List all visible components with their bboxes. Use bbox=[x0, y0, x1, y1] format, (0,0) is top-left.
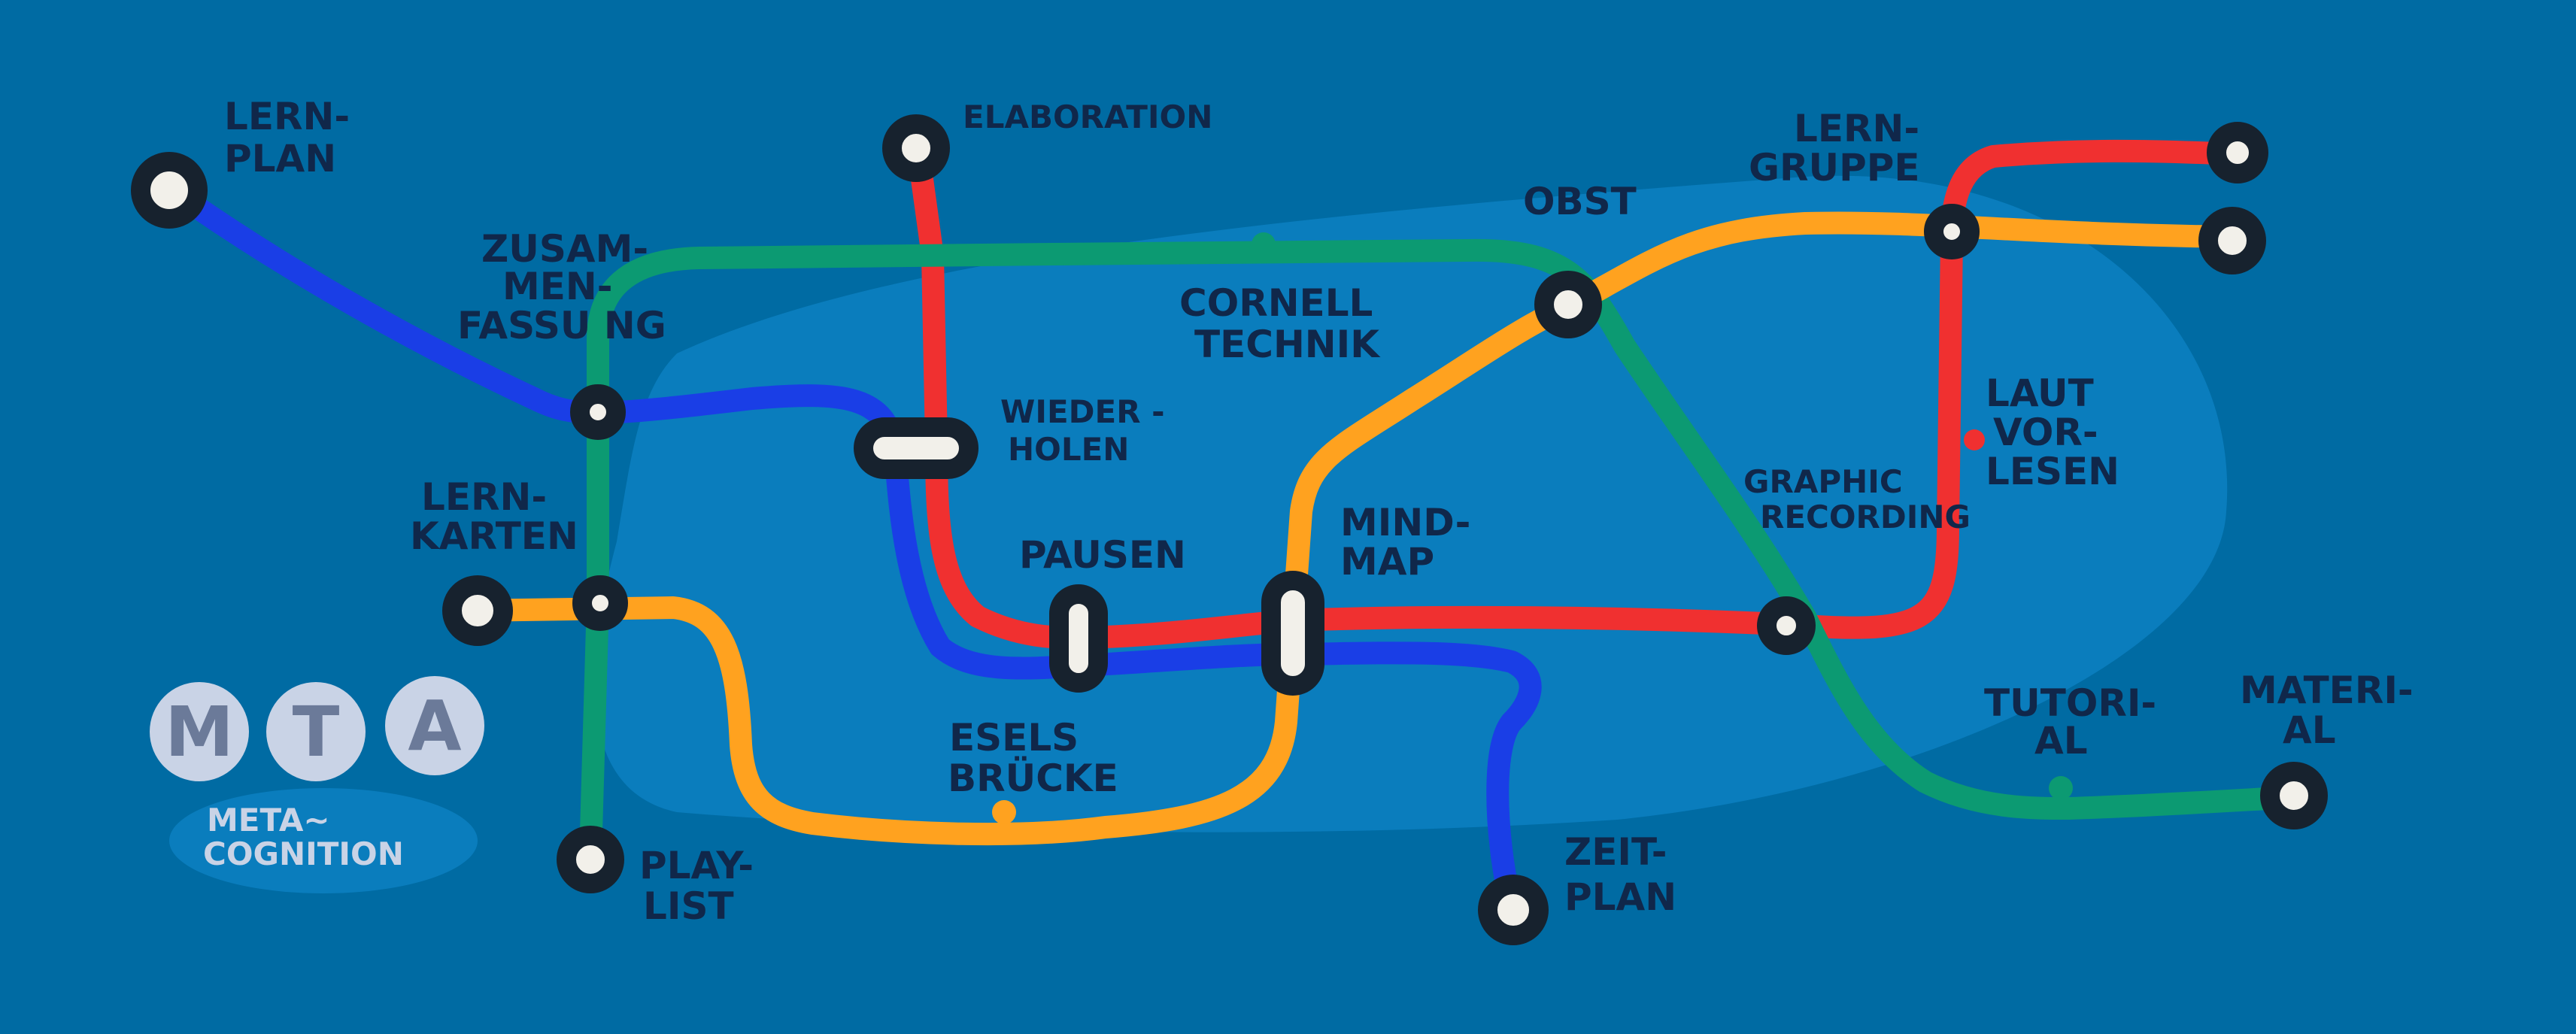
label-playlist: PLAY-LIST bbox=[639, 844, 754, 928]
badge-subtitle: META~COGNITION bbox=[203, 802, 404, 872]
station-lernkarten[interactable] bbox=[442, 575, 513, 646]
tick-red bbox=[1964, 429, 1985, 450]
label-tutorial: TUTORI-AL bbox=[1984, 681, 2156, 763]
line-blue bbox=[158, 177, 1542, 921]
station-markers bbox=[131, 114, 2328, 945]
tick-orange bbox=[992, 800, 1016, 824]
label-zeitplan: ZEIT-PLAN bbox=[1564, 830, 1676, 919]
station-red-end[interactable] bbox=[2207, 122, 2268, 183]
station-zusammenfassung[interactable] bbox=[570, 384, 626, 440]
station-lerngruppe[interactable] bbox=[1924, 204, 1980, 259]
badge-letter-a: A bbox=[408, 686, 461, 766]
badge-circle-a bbox=[385, 676, 484, 775]
line-green bbox=[579, 238, 2305, 869]
station-mindmap[interactable] bbox=[1261, 571, 1324, 696]
station-zeitplan[interactable] bbox=[1478, 875, 1549, 945]
label-zusammenfassung: ZUSAM-MEN-FASSU NG bbox=[457, 227, 666, 347]
tick-green-2 bbox=[2049, 776, 2073, 800]
label-lerngruppe: LERN-GRUPPE bbox=[1749, 107, 1920, 190]
label-material: MATERI-AL bbox=[2240, 669, 2414, 752]
label-pausen: PAUSEN bbox=[1019, 533, 1186, 577]
line-red bbox=[906, 135, 2249, 650]
badge-circle-m bbox=[150, 682, 249, 781]
labels: LERN-PLAN ELABORATION OBST LERN-GRUPPE Z… bbox=[224, 95, 2414, 928]
station-junction[interactable] bbox=[572, 575, 628, 631]
station-elaboration[interactable] bbox=[882, 114, 950, 182]
station-obst[interactable] bbox=[1534, 271, 1602, 338]
line-orange bbox=[463, 211, 2249, 846]
station-wiederholen[interactable] bbox=[854, 417, 979, 479]
station-pausen[interactable] bbox=[1049, 584, 1108, 693]
label-wiederholen: WIEDER -HOLEN bbox=[1000, 393, 1165, 468]
station-lernplan[interactable] bbox=[131, 152, 208, 229]
label-elaboration: ELABORATION bbox=[963, 99, 1212, 135]
mta-badge: M T A META~COGNITION bbox=[150, 676, 484, 893]
station-graphic[interactable] bbox=[1757, 596, 1816, 655]
label-lernplan: LERN-PLAN bbox=[224, 95, 350, 180]
label-mindmap: MIND-MAP bbox=[1340, 501, 1470, 584]
badge-letter-m: M bbox=[165, 692, 234, 772]
station-orange-end[interactable] bbox=[2198, 207, 2266, 274]
label-obst: OBST bbox=[1523, 180, 1637, 223]
station-material[interactable] bbox=[2260, 762, 2328, 829]
station-playlist[interactable] bbox=[557, 826, 624, 893]
tick-green bbox=[1252, 232, 1276, 256]
badge-background bbox=[169, 788, 478, 893]
badge-letter-t: T bbox=[293, 692, 340, 772]
badge-circle-t bbox=[266, 682, 366, 781]
label-lernkarten: LERN-KARTEN bbox=[410, 475, 578, 558]
